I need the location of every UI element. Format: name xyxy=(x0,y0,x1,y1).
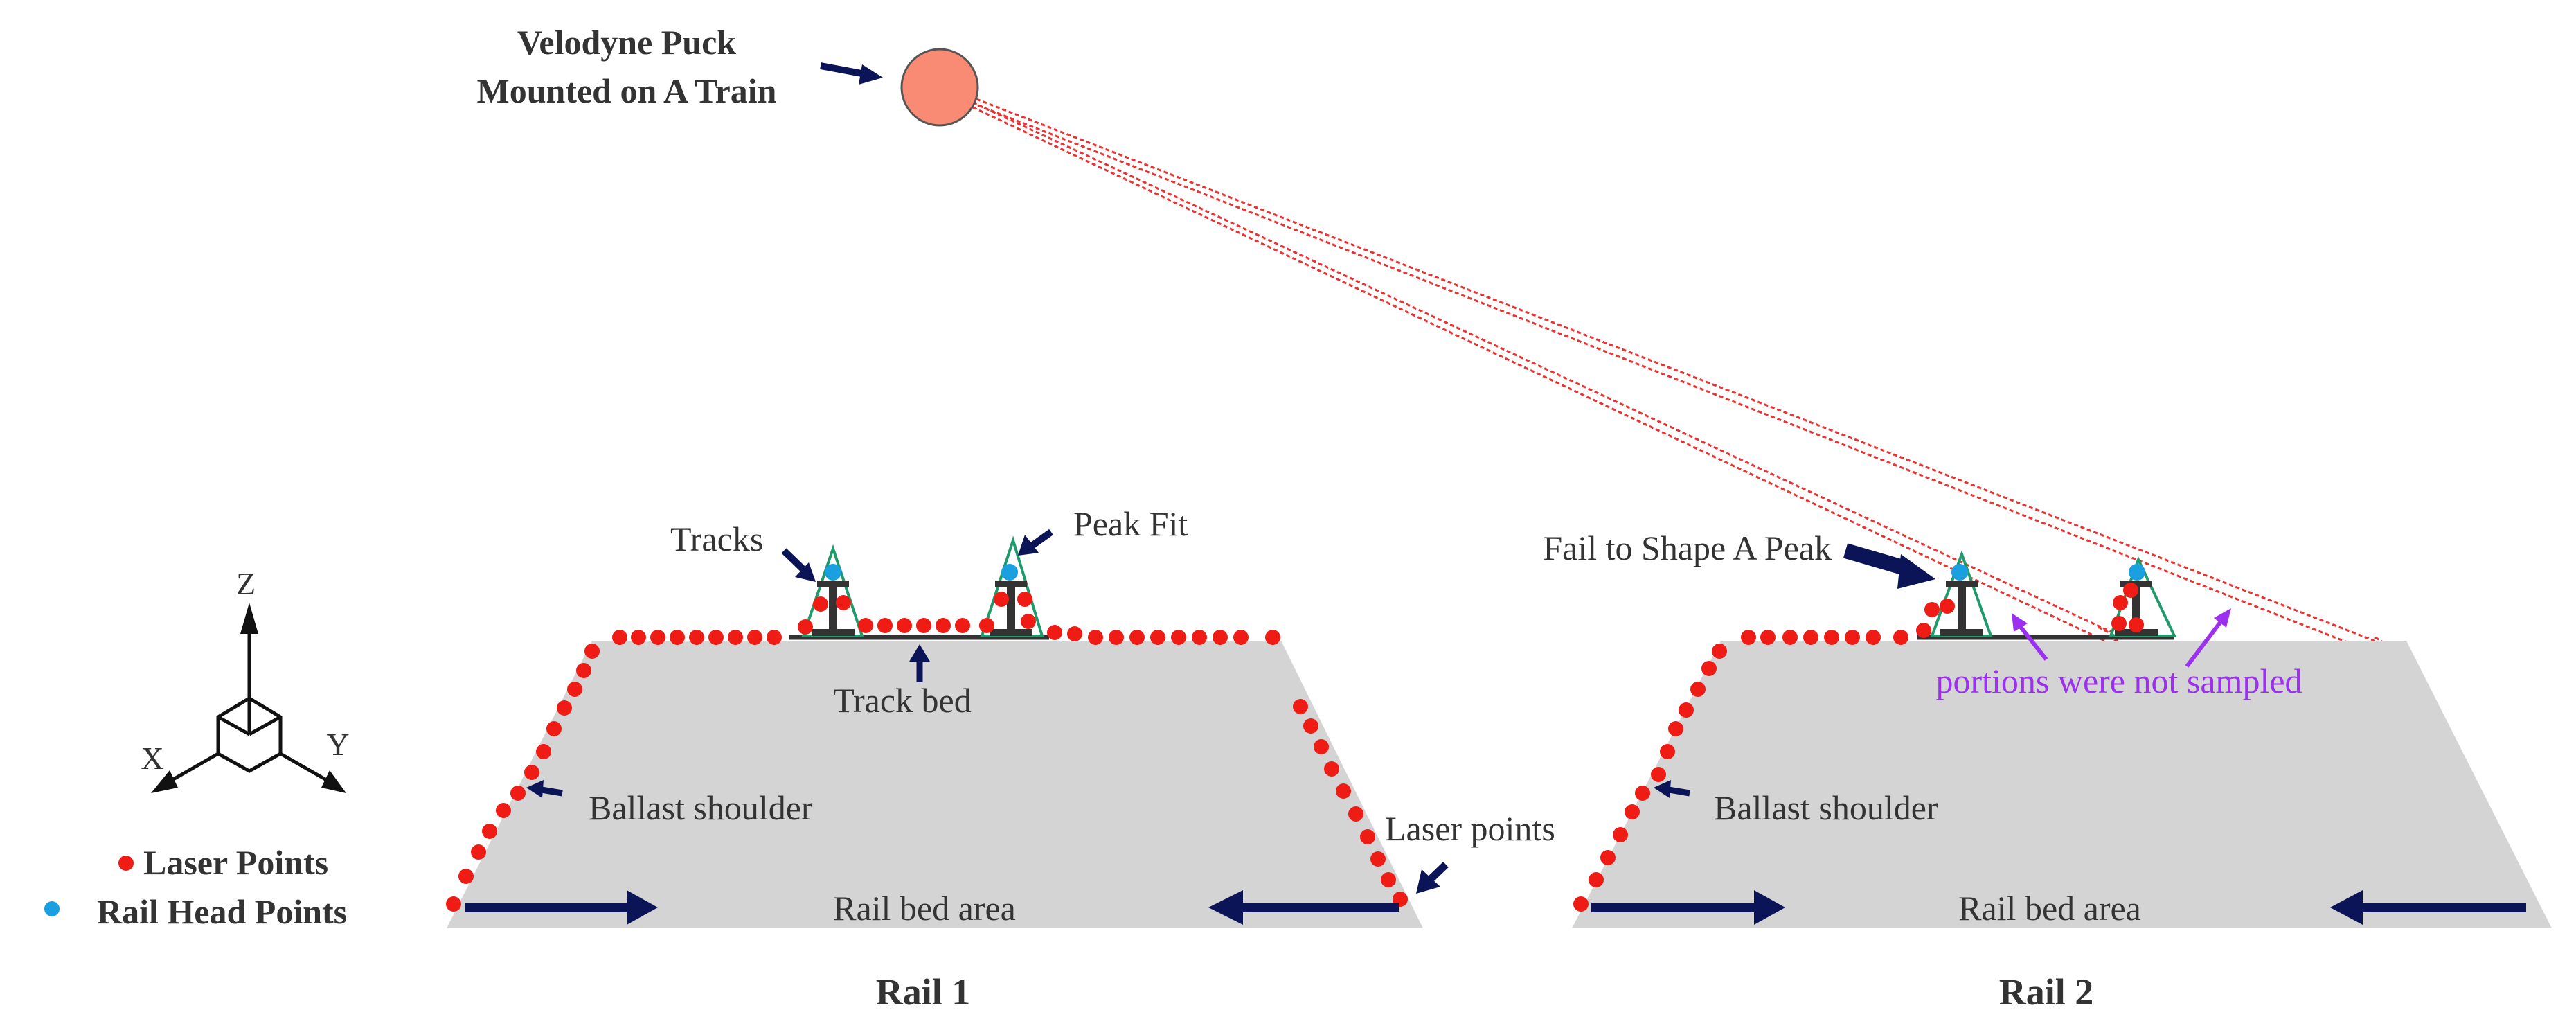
rail-1-bed-arrow-right-head xyxy=(1208,890,1243,925)
rail-2-bed-arrow-left xyxy=(1591,903,1757,912)
ballast-pointer-arrow-head-2 xyxy=(1654,780,1671,798)
rail-1-bed-area-label: Rail bed area xyxy=(833,889,1016,928)
rail-2-not-sampled-label: portions were not sampled xyxy=(1935,662,2302,700)
axis-y-label: Y xyxy=(326,727,349,762)
ballast-pointer-arrow-head-1 xyxy=(526,780,544,798)
legend-laser-marker xyxy=(118,856,134,871)
rail-1-ballast xyxy=(447,641,1423,928)
laser-beam-2 xyxy=(972,106,2113,646)
rail-1-ballast-label: Ballast shoulder xyxy=(589,788,813,827)
rail-2-left-rail-head-point xyxy=(1951,564,1968,581)
rail-2-right-rail-head-point xyxy=(2129,564,2145,581)
title-line-1: Velodyne Puck xyxy=(517,23,736,62)
rail-1: Tracks Peak Fit Track bed Ballast should… xyxy=(446,504,1555,1013)
rail-2-ballast-label: Ballast shoulder xyxy=(1714,788,1938,827)
laser-beams xyxy=(972,98,2400,661)
peak-fit-pointer-arrow xyxy=(1030,529,1053,549)
rail-2-left-rail-icon xyxy=(1940,581,1983,636)
rail-1-laser-points-label: Laser points xyxy=(1385,809,1555,848)
ballast-pointer-arrow-1 xyxy=(541,786,563,797)
velodyne-sensor-icon xyxy=(900,48,979,127)
rail-2-bed-arrow-right-head xyxy=(2330,890,2363,925)
rail-1-peak-fit-label: Peak Fit xyxy=(1073,504,1188,543)
axis-x-label: X xyxy=(141,741,163,776)
laser-points-pointer-arrow-head xyxy=(1416,869,1440,894)
laser-beam-3 xyxy=(976,98,2393,649)
rail-1-laser-points xyxy=(446,592,1408,912)
legend-rail-head-marker xyxy=(44,901,60,916)
not-sampled-pointer-left-head xyxy=(2012,613,2028,632)
rail-1-bed-arrow-right xyxy=(1240,903,1399,912)
tracks-pointer-arrow-head xyxy=(795,562,816,582)
rail-2-bed-arrow-right xyxy=(2360,903,2526,912)
fail-pointer-arrow-head xyxy=(1897,554,1935,589)
fail-pointer-arrow xyxy=(1843,543,1913,577)
axis-z-label: Z xyxy=(236,566,256,601)
not-sampled-pointer-right-head xyxy=(2214,608,2231,628)
rail-1-track-bed-label: Track bed xyxy=(833,681,972,720)
rail-2-laser-points xyxy=(1573,583,2144,912)
rail-1-right-rail-icon xyxy=(990,581,1032,636)
laser-beam-1 xyxy=(972,101,2116,635)
legend-laser-label: Laser Points xyxy=(143,843,328,882)
laser-beam-4 xyxy=(977,104,2388,659)
laser-points-pointer-arrow xyxy=(1427,862,1449,883)
tracks-pointer-arrow xyxy=(781,548,806,572)
title-line-2: Mounted on A Train xyxy=(477,71,777,110)
rail-2-fail-label: Fail to Shape A Peak xyxy=(1543,529,1832,567)
rail-2-ballast xyxy=(1572,641,2552,928)
rail-2-caption: Rail 2 xyxy=(1999,971,2094,1013)
rail-1-left-rail-head-point xyxy=(825,564,841,581)
axes-icon xyxy=(151,603,346,793)
rail-1-bed-arrow-left-head xyxy=(627,890,658,925)
not-sampled-pointer-left xyxy=(2019,626,2048,661)
rail-2: Fail to Shape A Peak portions were not s… xyxy=(1543,529,2552,1013)
peak-fit-pointer-arrow-head xyxy=(1018,535,1039,556)
rail-2-bed-area-label: Rail bed area xyxy=(1958,889,2141,928)
rail-1-right-rail-head-point xyxy=(1001,564,1018,581)
rail-1-tracks-label: Tracks xyxy=(670,520,763,558)
not-sampled-pointer-right xyxy=(2185,619,2224,668)
legend-rail-head-label: Rail Head Points xyxy=(97,892,347,931)
rail-2-bed-arrow-left-head xyxy=(1754,890,1785,925)
ballast-pointer-arrow-2 xyxy=(1668,786,1690,797)
legend: Laser Points Rail Head Points xyxy=(44,843,347,931)
sensor-pointer-arrow-head xyxy=(859,64,883,85)
rail-1-left-rail-icon xyxy=(812,581,855,636)
track-bed-pointer-arrow-head xyxy=(909,644,930,662)
rail-1-caption: Rail 1 xyxy=(876,971,971,1013)
rail-1-bed-arrow-left xyxy=(465,903,632,912)
